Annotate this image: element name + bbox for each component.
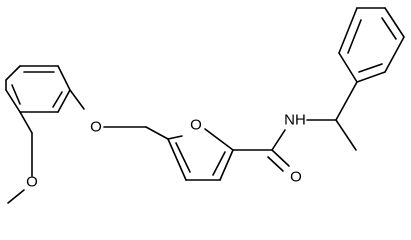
ether-oxygen-label: O <box>90 119 102 136</box>
bond <box>57 65 71 91</box>
bond <box>267 156 284 172</box>
bond <box>219 149 234 181</box>
bond <box>335 81 358 121</box>
bond <box>384 7 405 38</box>
bond <box>145 126 169 140</box>
bond <box>358 63 383 73</box>
bond <box>69 89 85 110</box>
bond <box>7 189 25 204</box>
bond <box>384 36 405 73</box>
nh-label: NH <box>284 112 306 129</box>
methoxyphenyl-ring <box>5 65 71 113</box>
phenylethyl-group <box>306 81 358 151</box>
carbonyl-oxygen-label: O <box>290 169 302 186</box>
bond <box>167 135 183 140</box>
furan-ring: O <box>167 117 234 181</box>
bond <box>212 151 226 176</box>
phenyl-ring <box>338 7 405 83</box>
bond <box>5 65 21 81</box>
furan-oxygen-label: O <box>190 117 202 134</box>
bond <box>167 138 187 181</box>
bond <box>271 129 286 151</box>
bond <box>338 7 358 54</box>
bond <box>57 89 71 113</box>
bond <box>356 71 386 83</box>
bond <box>175 142 191 173</box>
amide-group: O NH <box>232 112 306 186</box>
bond <box>271 149 290 167</box>
methoxy-oxygen-label: O <box>26 174 38 191</box>
aryl-ether-linker: O <box>69 89 169 140</box>
bond <box>347 19 362 54</box>
bond <box>11 84 21 105</box>
bond <box>335 119 357 151</box>
bond <box>338 52 358 83</box>
methoxy-group: O <box>7 111 38 204</box>
bond <box>5 89 21 113</box>
bond <box>19 111 33 134</box>
bond <box>52 91 63 108</box>
bond <box>381 17 397 40</box>
bond <box>204 128 234 151</box>
molecule-structure-diagram: O O O O NH <box>5 7 405 204</box>
